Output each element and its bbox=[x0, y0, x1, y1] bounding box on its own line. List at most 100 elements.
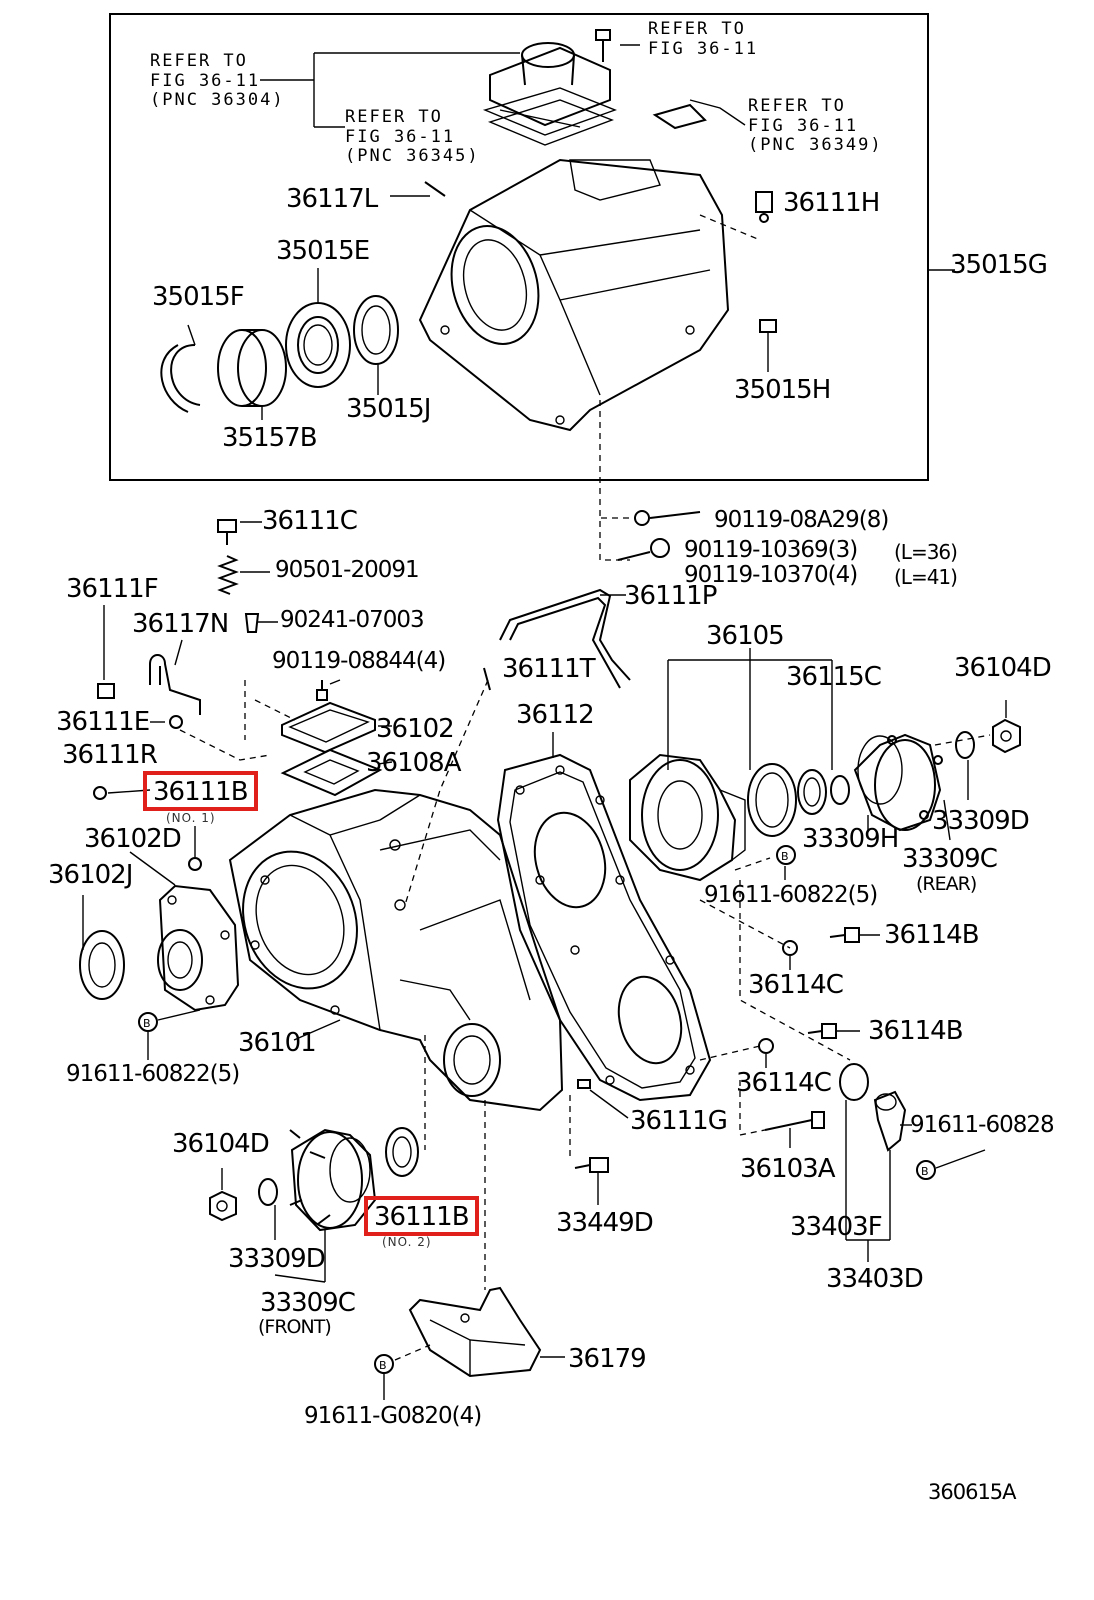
ref-label-36345: REFER TO FIG 36-11 (PNC 36345) bbox=[345, 107, 480, 167]
part-label: (REAR) bbox=[916, 873, 977, 895]
washer-36114C bbox=[782, 940, 798, 956]
part-label: (FRONT) bbox=[258, 1316, 332, 1338]
spring-90501 bbox=[217, 555, 239, 595]
seal-33309H bbox=[830, 775, 850, 805]
part-label: 90119-10370(4) bbox=[684, 562, 858, 588]
part-label: 36111B bbox=[374, 1202, 470, 1232]
part-label: 36179 bbox=[568, 1344, 647, 1374]
bolt-icon bbox=[595, 29, 611, 62]
bolt-icon bbox=[634, 510, 701, 526]
seal-36102J bbox=[79, 930, 125, 1000]
bolt-icon bbox=[829, 927, 860, 943]
extension-36105 bbox=[629, 753, 746, 882]
gasket-36108A bbox=[280, 748, 383, 797]
part-label: 36114B bbox=[884, 920, 980, 950]
bolt-icon bbox=[764, 1111, 825, 1131]
part-label: 35015F bbox=[152, 282, 245, 312]
plug-90241 bbox=[244, 613, 260, 633]
part-label: 36115C bbox=[786, 662, 882, 692]
bolt-icon bbox=[97, 683, 115, 699]
plug-36111B-no1 bbox=[188, 857, 202, 871]
sleeve-33403D bbox=[873, 1090, 907, 1152]
b-circle-icon: B bbox=[374, 1354, 394, 1374]
part-label: 36111P bbox=[624, 581, 717, 611]
highlighted-part-36111B-no1: 36111B bbox=[143, 771, 258, 811]
seal-36115C bbox=[797, 769, 827, 815]
b-circle-icon: B bbox=[138, 1012, 158, 1032]
part-label: 33309C bbox=[260, 1288, 356, 1318]
ref-label-36349: REFER TO FIG 36-11 (PNC 36349) bbox=[748, 96, 883, 156]
highlighted-part-36111B-no2: 36111B bbox=[364, 1196, 479, 1236]
part-label: 36112 bbox=[516, 700, 595, 730]
vent-plug bbox=[755, 191, 773, 223]
bolt-icon bbox=[574, 1157, 609, 1173]
plug-35015H bbox=[759, 319, 777, 333]
svg-text:B: B bbox=[143, 1017, 151, 1030]
clip-part bbox=[652, 99, 746, 130]
part-label: 33403D bbox=[826, 1264, 924, 1294]
washer-36114C-2 bbox=[758, 1038, 774, 1054]
bearing-35015E bbox=[285, 302, 351, 388]
nut-icon bbox=[992, 718, 1021, 754]
pin-36111G bbox=[577, 1079, 591, 1089]
part-label: 33449D bbox=[556, 1208, 654, 1238]
part-label: 36102J bbox=[48, 860, 133, 890]
bolt-icon bbox=[617, 538, 670, 561]
svg-text:B: B bbox=[781, 850, 789, 863]
part-label: 36111C bbox=[262, 506, 358, 536]
part-label: 90241-07003 bbox=[280, 607, 425, 633]
protector-36179 bbox=[408, 1286, 542, 1378]
part-label: 91611-G0820(4) bbox=[304, 1403, 482, 1429]
svg-text:B: B bbox=[921, 1165, 929, 1178]
bolt-icon bbox=[316, 680, 328, 701]
part-label: 36104D bbox=[954, 653, 1052, 683]
part-label: 36117L bbox=[286, 184, 378, 214]
part-note: (NO. 2) bbox=[382, 1235, 432, 1249]
part-label: 91611-60822(5) bbox=[66, 1061, 240, 1087]
part-label: 36103A bbox=[740, 1154, 835, 1184]
cover-36102D bbox=[157, 884, 240, 1012]
part-label: 33309D bbox=[228, 1244, 326, 1274]
part-label: 36111H bbox=[783, 188, 880, 218]
part-label: 35015H bbox=[734, 375, 831, 405]
part-label: 91611-60828 bbox=[910, 1112, 1055, 1138]
washer-33309D-front bbox=[258, 1178, 278, 1206]
figure-code: 360615A bbox=[928, 1480, 1017, 1504]
part-label: 35015E bbox=[276, 236, 370, 266]
b-circle-icon: B bbox=[776, 845, 796, 865]
seal-35015J bbox=[353, 295, 399, 365]
part-label: 90119-08A29(8) bbox=[714, 507, 889, 533]
seal-ring-icon bbox=[747, 763, 797, 837]
top-cover bbox=[482, 42, 617, 146]
part-label: 36114C bbox=[748, 970, 844, 1000]
bolt-icon bbox=[217, 519, 237, 545]
part-label: 36102D bbox=[84, 824, 182, 854]
upper-case-housing bbox=[418, 158, 730, 432]
part-label: 90501-20091 bbox=[275, 557, 420, 583]
o-ring-33403F bbox=[839, 1063, 869, 1101]
cover-36102 bbox=[281, 701, 376, 754]
b-circle-icon: B bbox=[916, 1160, 936, 1180]
part-label: 36102 bbox=[376, 714, 455, 744]
washer-33309D bbox=[955, 731, 975, 759]
part-label: 36111E bbox=[56, 707, 150, 737]
part-label: (L=41) bbox=[894, 565, 958, 589]
part-label: 35015J bbox=[346, 394, 431, 424]
part-label: 36111G bbox=[630, 1106, 728, 1136]
nut-icon bbox=[209, 1190, 237, 1222]
snap-ring bbox=[160, 344, 201, 413]
part-label: 35157B bbox=[222, 423, 318, 453]
part-label: (L=36) bbox=[894, 540, 958, 564]
part-label: 35015G bbox=[950, 250, 1048, 280]
part-label: 36108A bbox=[366, 748, 461, 778]
ref-label-fig: REFER TO FIG 36-11 bbox=[648, 19, 759, 59]
svg-text:B: B bbox=[379, 1359, 387, 1372]
part-label: 36101 bbox=[238, 1028, 317, 1058]
part-label: 36111R bbox=[62, 740, 158, 770]
part-label: 36114C bbox=[736, 1068, 832, 1098]
part-label: 36104D bbox=[172, 1129, 270, 1159]
part-label: 91611-60822(5) bbox=[704, 882, 878, 908]
part-label: 36111B bbox=[153, 777, 249, 807]
